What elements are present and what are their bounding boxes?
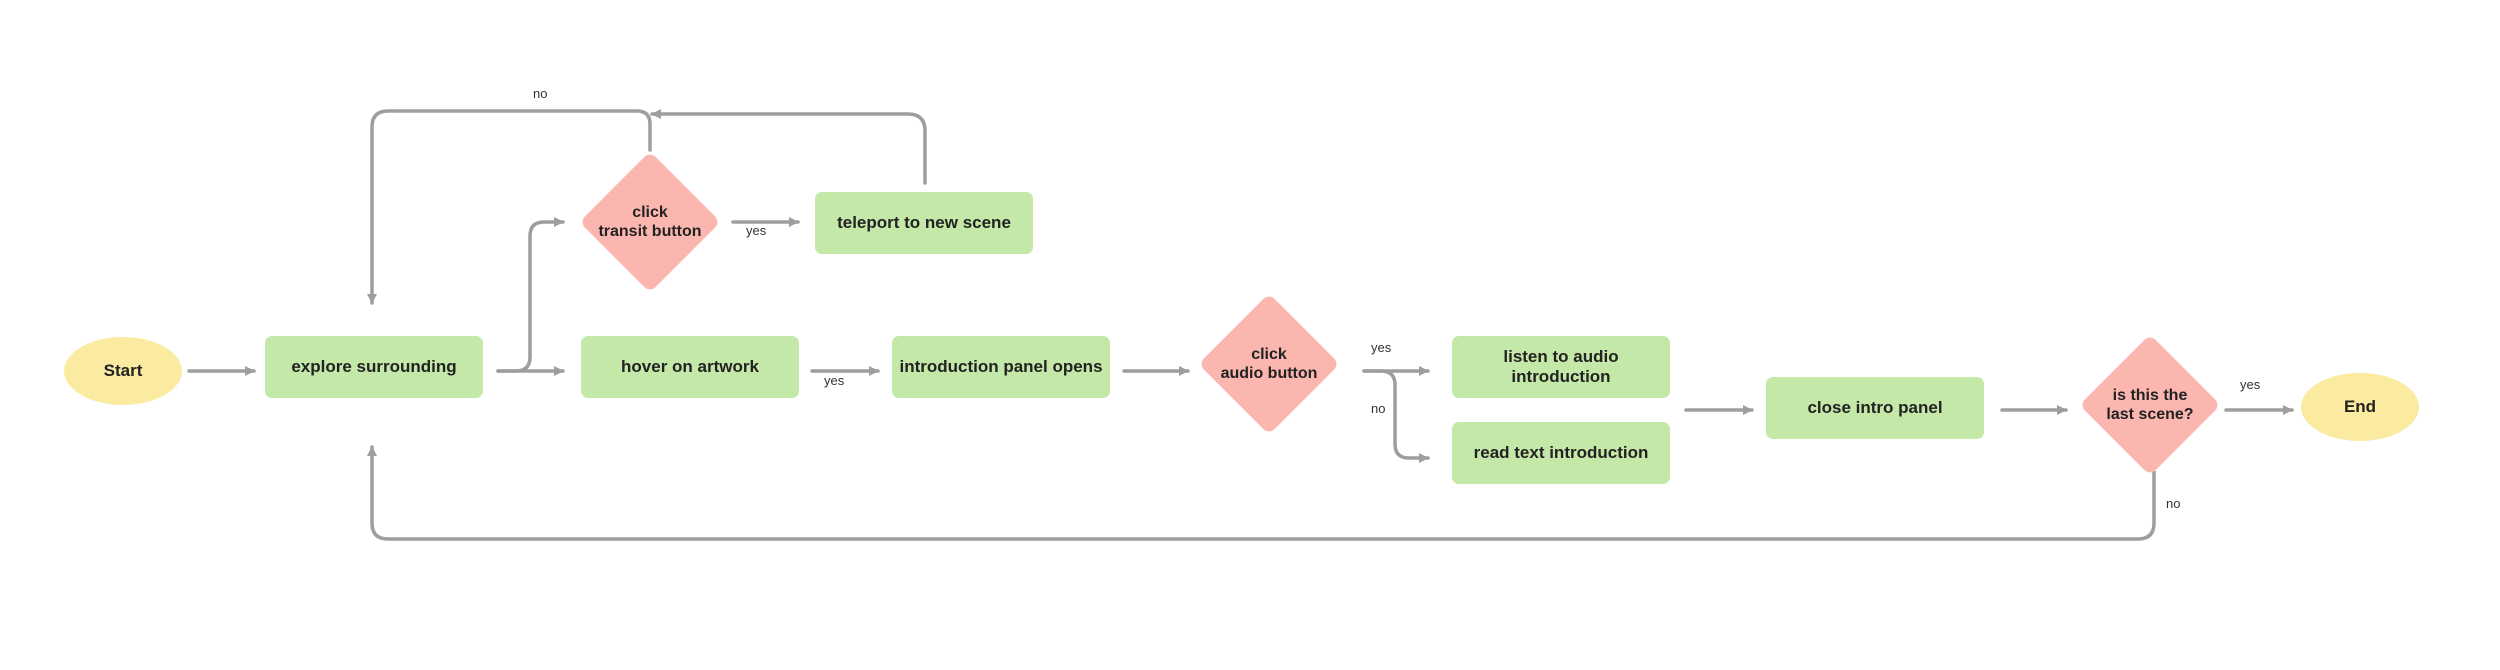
transit-decision-label: click transit button [598,204,702,240]
edge-label-last-yes: yes [2240,377,2261,392]
last-scene-decision-node: is this the last scene? [2079,334,2221,476]
edge-label-hover-yes: yes [824,373,845,388]
close-intro-node: close intro panel [1766,377,1984,439]
edge-label-audio-no: no [1371,401,1386,416]
start-node: Start [64,337,182,405]
explore-surrounding-node: explore surrounding [265,336,483,398]
audio-decision-node: click audio button [1198,293,1340,435]
listen-audio-node: listen to audio introduction [1452,336,1670,398]
last-scene-decision-label: is this the last scene? [2106,387,2194,423]
arrow-explore-to-transit [496,217,565,373]
arrow-last-no-to-explore [367,445,2156,541]
teleport-node: teleport to new scene [815,192,1033,254]
edge-label-transit-yes: yes [746,223,767,238]
end-node: End [2301,373,2419,441]
edge-label-last-no: no [2166,496,2181,511]
hover-artwork-node: hover on artwork [581,336,799,398]
audio-decision-label: click audio button [1220,346,1318,382]
arrow-transit-no-to-explore [367,109,652,305]
arrow-audio-no-to-read [1362,369,1430,463]
arrow-teleport-to-transit [650,109,927,185]
edge-label-transit-no: no [533,86,548,101]
read-text-node: read text introduction [1452,422,1670,484]
intro-panel-node: introduction panel opens [892,336,1110,398]
transit-decision-node: click transit button [579,151,721,293]
edge-label-audio-yes: yes [1371,340,1392,355]
